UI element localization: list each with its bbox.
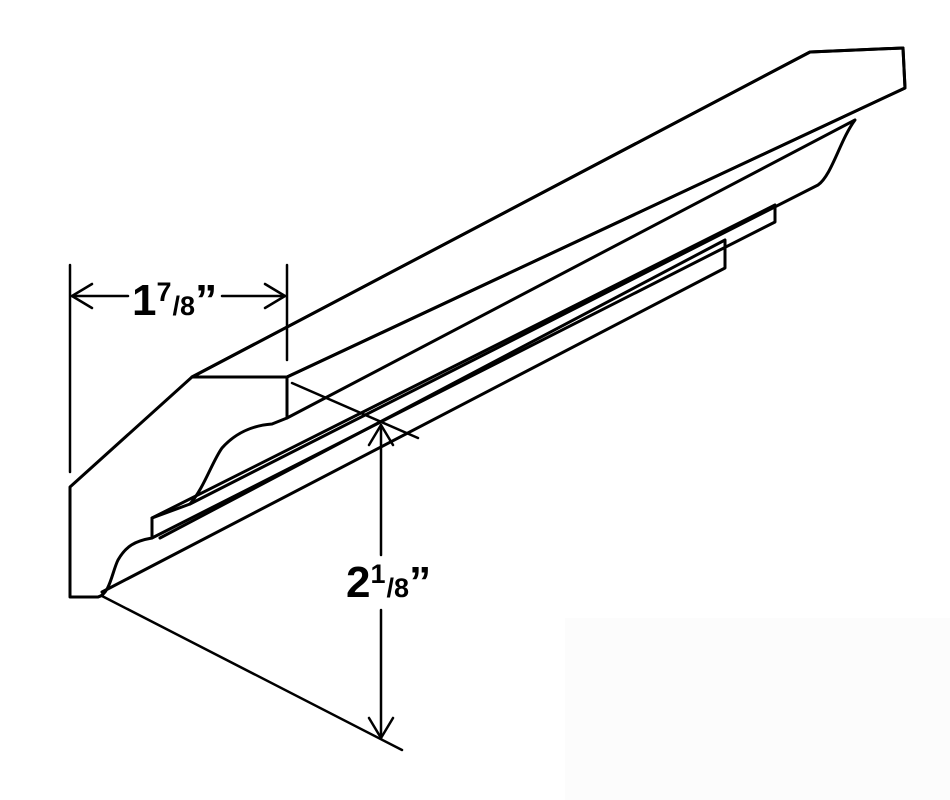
height-arrow-top [367,423,395,447]
width-dimension-label: 17/8” [132,276,217,325]
height-arrow-bottom [367,716,395,740]
width-arrow-right [263,282,287,310]
height-dimension-label: 21/8” [346,558,431,607]
molding-top-face [190,46,907,379]
molding-upper-edge [190,46,907,379]
molding-step-2 [100,238,727,594]
width-arrow-left [70,282,94,310]
molding-step-1 [150,203,777,540]
height-extension-bottom [100,594,404,752]
molding-upper-front-edge [188,118,857,506]
height-extension-top [290,381,420,440]
background-patch [565,618,950,800]
